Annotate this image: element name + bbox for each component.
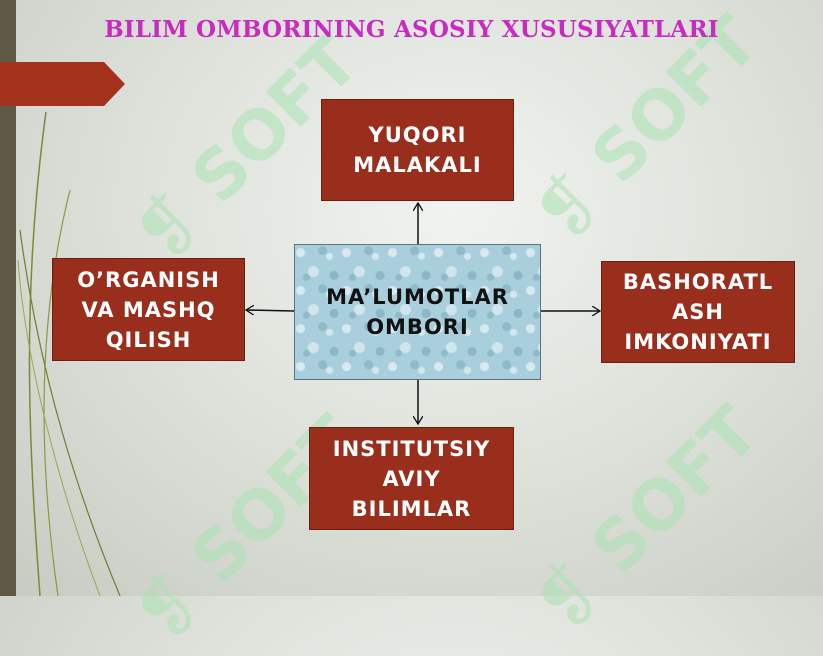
box-right-forecasting: BASHORATL ASH IMKONIYATI xyxy=(601,261,795,363)
box-bottom-institutional: INSTITUTSIY AVIY BILIMLAR xyxy=(309,427,514,530)
box-top-label: YUQORI MALAKALI xyxy=(353,123,482,177)
left-accent-bar xyxy=(0,0,16,596)
box-top-qualification: YUQORI MALAKALI xyxy=(321,99,514,201)
box-center-label: MA’LUMOTLAR OMBORI xyxy=(326,285,509,339)
slide-title: BILIM OMBORINING ASOSIY XUSUSIYATLARI xyxy=(104,16,719,43)
box-left-label: O’RGANISH VA MASHQ QILISH xyxy=(77,267,220,352)
connector-arrows xyxy=(0,0,823,596)
box-left-learning: O’RGANISH VA MASHQ QILISH xyxy=(52,258,245,361)
box-right-label: BASHORATL ASH IMKONIYATI xyxy=(622,270,774,354)
arrow-left xyxy=(246,310,295,311)
box-center-database: MA’LUMOTLAR OMBORI xyxy=(294,244,541,380)
title-ribbon xyxy=(0,62,125,106)
box-bottom-label: INSTITUTSIY AVIY BILIMLAR xyxy=(332,436,491,521)
